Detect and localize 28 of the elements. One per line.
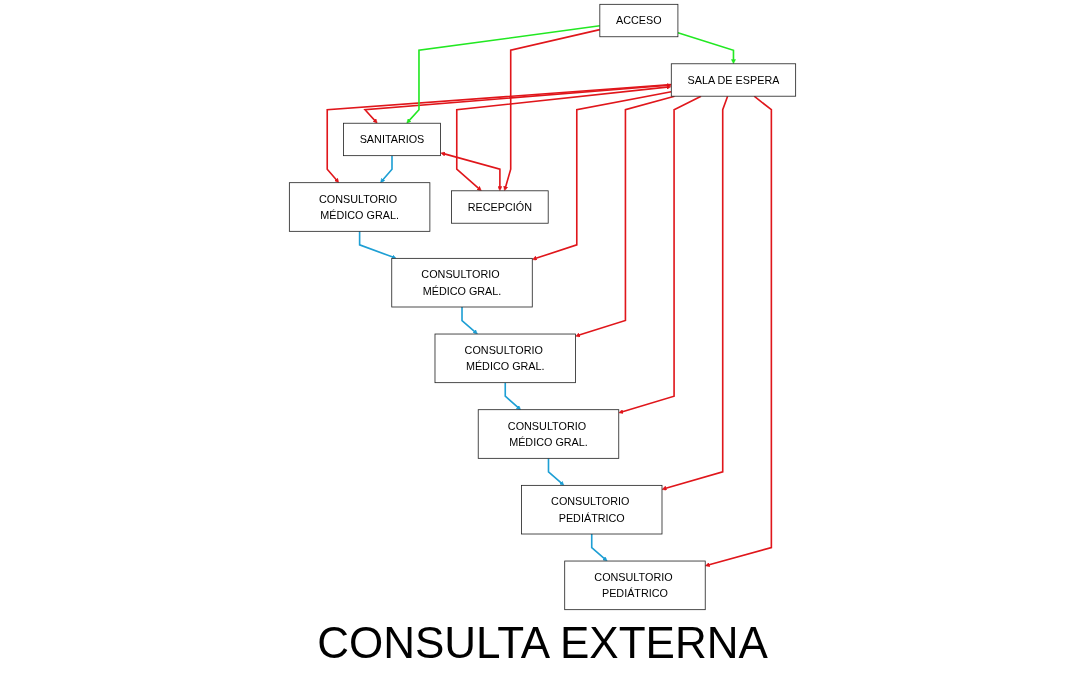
arrow	[503, 28, 601, 191]
node-box: ACCESO	[599, 3, 679, 38]
arrow	[705, 95, 773, 567]
node-box: SALA DE ESPERA	[670, 63, 797, 97]
arrow	[461, 306, 478, 335]
arrow	[661, 95, 729, 491]
node-box: RECEPCIÓN	[451, 190, 549, 224]
arrow	[406, 25, 601, 124]
arrow	[440, 151, 503, 191]
arrow	[358, 230, 397, 260]
node-box: SANITARIOS	[343, 122, 441, 157]
arrow	[677, 32, 736, 64]
node-box: CONSULTORIO MÉDICO GRAL.	[434, 333, 576, 384]
arrow	[547, 457, 565, 486]
arrow	[504, 381, 521, 410]
caption: CONSULTA EXTERNA	[317, 618, 768, 668]
arrow	[380, 154, 393, 183]
node-box: CONSULTORIO MÉDICO GRAL.	[391, 257, 533, 308]
arrow	[326, 83, 673, 183]
node-box: CONSULTORIO PEDIÁTRICO	[564, 560, 706, 611]
node-box: CONSULTORIO PEDIÁTRICO	[521, 484, 663, 535]
arrow	[363, 83, 672, 124]
arrow	[532, 91, 673, 261]
arrow	[590, 533, 608, 562]
node-box: CONSULTORIO MÉDICO GRAL.	[477, 409, 620, 459]
arrow	[618, 95, 702, 414]
node-box: CONSULTORIO MÉDICO GRAL.	[288, 182, 431, 232]
arrow	[455, 84, 672, 191]
